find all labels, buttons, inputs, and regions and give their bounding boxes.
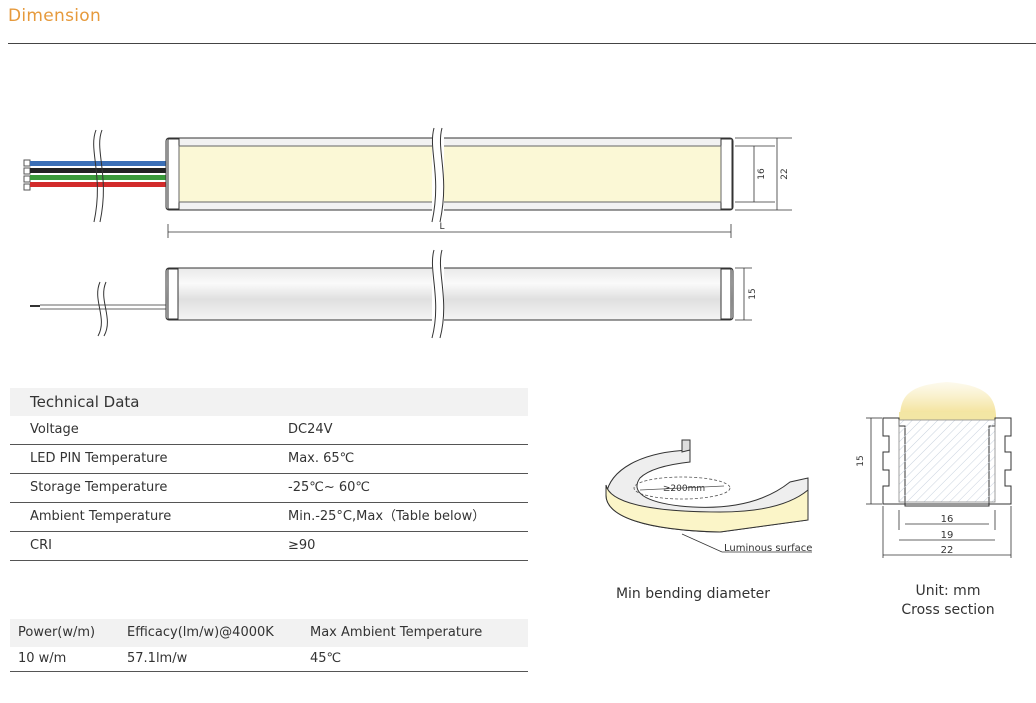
- wire: [30, 168, 166, 173]
- cell-efficacy: 57.1lm/w: [127, 651, 188, 666]
- rgb-wires: [30, 161, 166, 187]
- tech-label: Ambient Temperature: [30, 509, 172, 524]
- cs-dim-22-label: 22: [941, 545, 954, 556]
- dim-22-label: 22: [780, 168, 790, 179]
- tech-row: CRI ≥90: [10, 532, 528, 561]
- unit-caption: Unit: mm: [915, 583, 981, 599]
- tech-value: ≥90: [288, 538, 316, 553]
- end-cap-right: [720, 138, 733, 210]
- tech-row: Voltage DC24V: [10, 416, 528, 445]
- cell-power: 10 w/m: [18, 651, 67, 666]
- technical-data-heading: Technical Data: [10, 388, 528, 416]
- cross-section: 15 16 19 22: [856, 382, 1012, 558]
- power-table-header: Power(w/m) Efficacy(lm/w)@4000K Max Ambi…: [10, 619, 528, 647]
- side-view: 15: [30, 249, 758, 339]
- tech-row: Storage Temperature -25℃~ 60℃: [10, 474, 528, 503]
- wire: [30, 182, 166, 187]
- profile-break-mark: [431, 127, 437, 223]
- tech-value: Min.-25°C,Max（Table below）: [288, 509, 486, 524]
- dim-15-label: 15: [748, 288, 758, 299]
- title-divider: [8, 43, 1036, 44]
- cs-dim-16-label: 16: [941, 514, 954, 525]
- header-max-ambient: Max Ambient Temperature: [310, 625, 483, 640]
- profile-side-body: [165, 267, 734, 321]
- break-mark: [93, 129, 98, 223]
- bending-caption: Min bending diameter: [615, 586, 771, 602]
- tech-label: LED PIN Temperature: [30, 451, 168, 466]
- bend-diameter-label: ≥200mm: [663, 484, 705, 494]
- page-title: Dimension: [8, 6, 102, 26]
- length-label: L: [439, 222, 444, 232]
- cs-dim-15-label: 15: [856, 455, 866, 466]
- luminous-surface-top: [178, 145, 722, 203]
- cs-dim-19-label: 19: [941, 530, 954, 541]
- end-cap-left: [167, 138, 180, 210]
- power-table-row: 10 w/m 57.1lm/w 45℃: [10, 647, 528, 672]
- tech-label: Voltage: [30, 422, 79, 437]
- dim-16-label: 16: [757, 168, 767, 180]
- tech-label: CRI: [30, 538, 52, 553]
- tech-value: DC24V: [288, 422, 333, 437]
- top-view: L 16 22: [23, 127, 792, 238]
- luminous-surface-label: Luminous surface: [724, 543, 812, 554]
- header-efficacy: Efficacy(lm/w)@4000K: [127, 625, 274, 640]
- tech-label: Storage Temperature: [30, 480, 168, 495]
- wire: [30, 175, 166, 180]
- cross-section-caption: Cross section: [901, 602, 995, 618]
- tech-row: LED PIN Temperature Max. 65℃: [10, 445, 528, 474]
- cell-max-ambient: 45℃: [310, 651, 342, 666]
- header-power: Power(w/m): [18, 625, 96, 640]
- wire-connector: [23, 159, 31, 191]
- tech-value: Max. 65℃: [288, 451, 355, 466]
- tech-value: -25℃~ 60℃: [288, 480, 370, 495]
- wire: [30, 161, 166, 166]
- tech-row: Ambient Temperature Min.-25°C,Max（Table b…: [10, 503, 528, 532]
- bending-illustration: ≥200mm Luminous surface: [605, 439, 812, 554]
